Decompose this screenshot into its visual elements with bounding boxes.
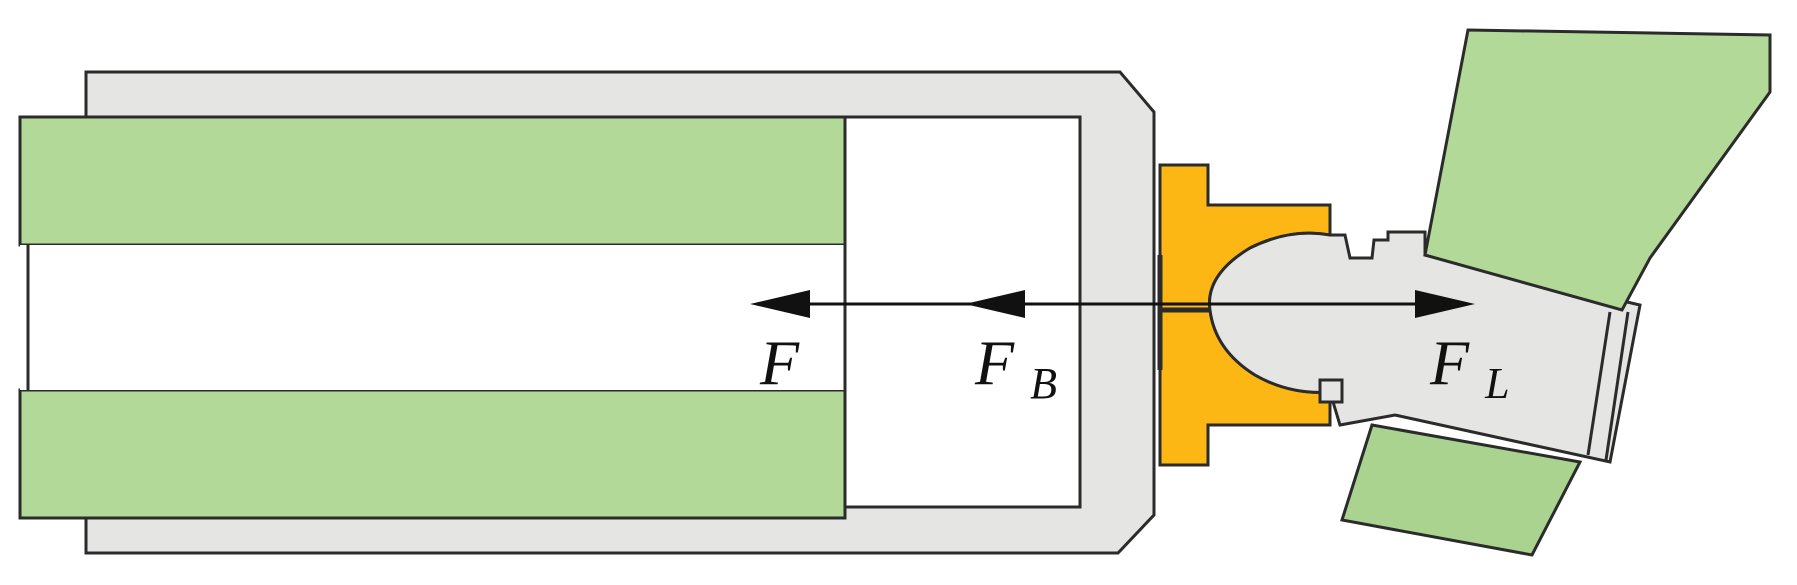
shaft-end-line-1 (1586, 311, 1612, 456)
upper-green-plate (18, 115, 847, 247)
f-arrow-icon (750, 290, 810, 318)
lower-green-wedge (1340, 423, 1583, 557)
upper-green-wedge (1423, 28, 1772, 312)
label-fb: F B (974, 327, 1057, 408)
label-fb-sub: B (1030, 359, 1057, 408)
center-channel (20, 245, 845, 390)
label-fb-main: F (974, 327, 1015, 398)
ball-notch (1318, 378, 1344, 404)
fl-arrow-icon (1415, 290, 1475, 318)
ball-shaft (1208, 230, 1642, 464)
label-fl: F L (1429, 327, 1510, 408)
label-f: F (759, 327, 800, 398)
lower-green-plate (18, 388, 847, 520)
shaft-end-line-2 (1604, 311, 1630, 461)
label-fl-main: F (1429, 327, 1470, 398)
label-f-main: F (759, 327, 800, 398)
label-fl-sub: L (1484, 359, 1509, 408)
fb-arrow-icon (965, 290, 1025, 318)
